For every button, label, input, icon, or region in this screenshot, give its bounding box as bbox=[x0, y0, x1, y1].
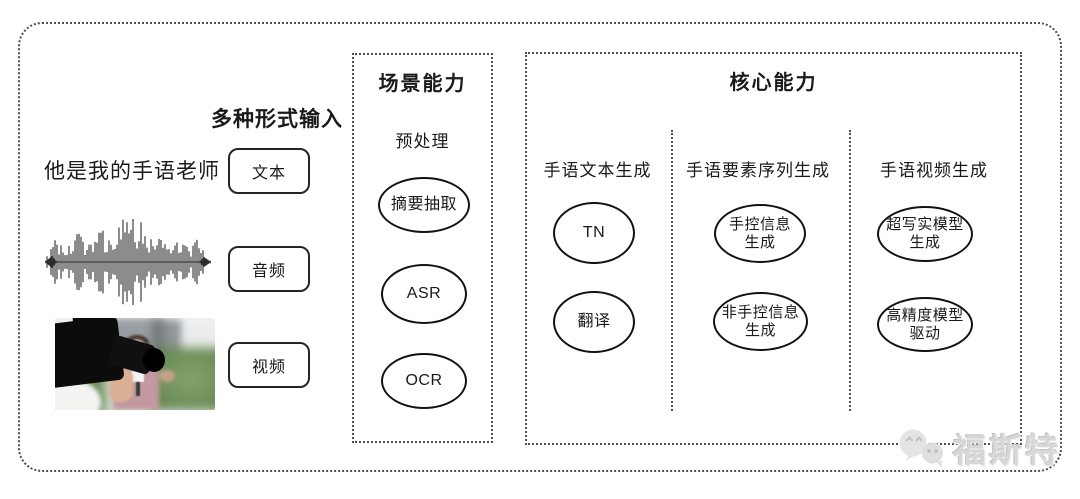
node-label: 驱动 bbox=[909, 324, 941, 342]
input-type-text-label: 文本 bbox=[251, 165, 286, 182]
audio-waveform-icon bbox=[45, 219, 211, 305]
sample-sentence-text: 他是我的手语老师 bbox=[44, 160, 220, 183]
column-header-element-sequence-generation: 手语要素序列生成 bbox=[686, 161, 830, 180]
node-label: 摘要抽取 bbox=[390, 196, 457, 214]
input-type-video-label: 视频 bbox=[251, 359, 286, 376]
node-tn: TN bbox=[553, 202, 635, 264]
node-nonmanual-info-generation: 非手控信息 生成 bbox=[713, 292, 808, 351]
node-label: OCR bbox=[405, 372, 443, 390]
node-label: 生成 bbox=[909, 234, 941, 251]
outer-dotted-frame bbox=[18, 22, 1062, 472]
watermark: 福斯特 bbox=[896, 424, 1061, 472]
scene-capability-panel: 场景能力 预处理 bbox=[352, 53, 493, 443]
node-label: 生成 bbox=[744, 233, 776, 251]
input-type-text-box: 文本 bbox=[228, 148, 310, 194]
node-manual-info-generation: 手控信息 生成 bbox=[714, 204, 806, 263]
input-section-label: 多种形式输入 bbox=[211, 108, 343, 131]
column-header-text-generation: 手语文本生成 bbox=[543, 161, 652, 180]
scene-panel-subtitle: 预处理 bbox=[395, 132, 450, 151]
node-label: TN bbox=[582, 224, 606, 242]
column-divider bbox=[849, 130, 851, 411]
thumb-reporter-hand bbox=[159, 370, 175, 382]
video-thumbnail bbox=[55, 318, 215, 410]
thumb-camera-lens-ring-icon bbox=[143, 348, 165, 372]
node-label: 非手控信息 bbox=[721, 303, 800, 321]
column-header-video-generation: 手语视频生成 bbox=[880, 161, 988, 180]
node-hyperrealistic-model-generation: 超写实模型 生成 bbox=[877, 206, 973, 262]
scene-panel-title: 场景能力 bbox=[378, 73, 467, 95]
node-label: 生成 bbox=[744, 321, 776, 339]
node-high-precision-model-driving: 高精度模型 驱动 bbox=[877, 297, 973, 352]
core-panel-title: 核心能力 bbox=[729, 72, 818, 94]
node-label: 手控信息 bbox=[728, 215, 791, 233]
input-type-video-box: 视频 bbox=[228, 342, 310, 388]
node-label: 翻译 bbox=[577, 313, 611, 331]
input-type-audio-label: 音频 bbox=[251, 263, 286, 280]
thumb-mic-flag bbox=[131, 371, 144, 382]
chat-faces-icon bbox=[899, 429, 943, 468]
thumb-mic bbox=[136, 382, 140, 396]
core-capability-panel: 核心能力 bbox=[525, 52, 1022, 445]
node-summary-extraction: 摘要抽取 bbox=[378, 177, 470, 233]
column-divider bbox=[671, 130, 673, 411]
watermark-text: 福斯特 bbox=[953, 432, 1061, 469]
node-label: 超写实模型 bbox=[886, 216, 964, 233]
node-label: ASR bbox=[406, 285, 442, 303]
input-type-audio-box: 音频 bbox=[228, 246, 310, 292]
node-translation: 翻译 bbox=[553, 291, 635, 353]
node-label: 高精度模型 bbox=[886, 306, 964, 324]
node-ocr: OCR bbox=[381, 353, 467, 409]
node-asr: ASR bbox=[381, 264, 467, 324]
